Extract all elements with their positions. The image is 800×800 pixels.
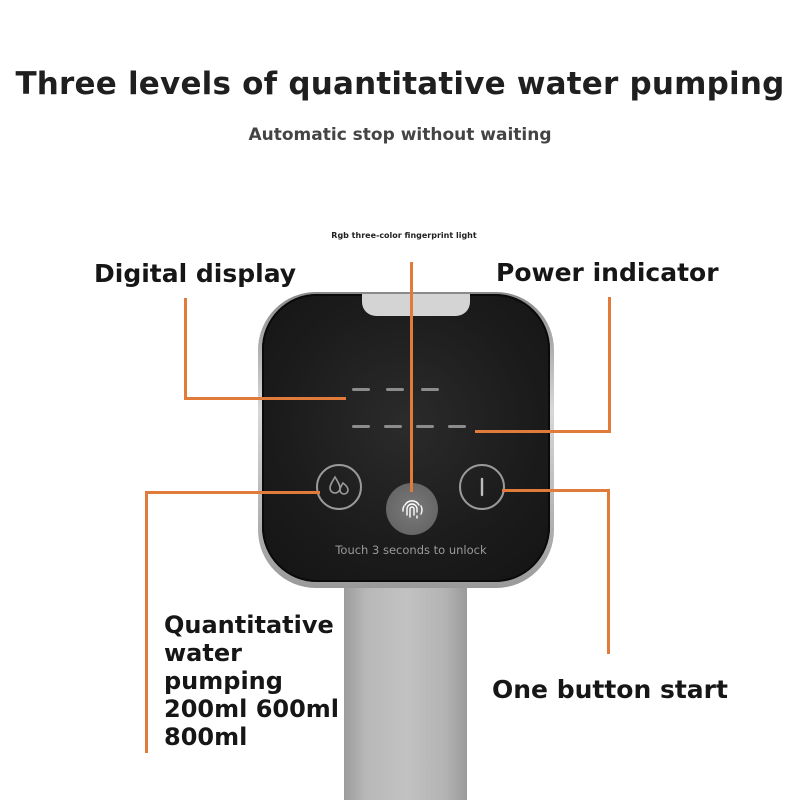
fingerprint-callout-line bbox=[410, 262, 413, 492]
display-segment bbox=[384, 425, 402, 428]
power-button[interactable] bbox=[459, 464, 505, 510]
water-drop-icon bbox=[326, 474, 352, 500]
device-top-notch bbox=[362, 294, 470, 316]
fingerprint-icon bbox=[398, 495, 426, 523]
touch-unlock-hint: Touch 3 seconds to unlock bbox=[335, 543, 487, 557]
quantitative-line-2: water bbox=[164, 639, 242, 667]
one-button-callout-vertical bbox=[607, 489, 610, 654]
control-panel bbox=[262, 294, 550, 582]
display-segment bbox=[416, 425, 434, 428]
one-button-callout-horizontal bbox=[502, 489, 610, 492]
display-segment bbox=[386, 388, 404, 391]
quantitative-water-button[interactable] bbox=[316, 464, 362, 510]
one-button-start-label: One button start bbox=[492, 675, 728, 704]
power-indicator-callout-vertical bbox=[608, 297, 611, 432]
digital-display-callout-vertical bbox=[184, 298, 187, 399]
quantitative-line-3: pumping bbox=[164, 667, 283, 695]
device-stem bbox=[344, 580, 467, 800]
quantitative-line-1: Quantitative bbox=[164, 611, 334, 639]
page-subtitle: Automatic stop without waiting bbox=[248, 125, 552, 145]
quantitative-pumping-label: Quantitative water pumping 200ml 600ml 8… bbox=[164, 611, 339, 751]
quantitative-line-4: 200ml 600ml bbox=[164, 695, 340, 723]
power-indicator-callout-horizontal bbox=[475, 430, 611, 433]
quantitative-callout-vertical bbox=[145, 491, 148, 753]
display-segment bbox=[448, 425, 466, 428]
digital-display-label: Digital display bbox=[94, 259, 297, 288]
page-title: Three levels of quantitative water pumpi… bbox=[15, 66, 785, 102]
display-segment bbox=[421, 388, 439, 391]
power-indicator-label: Power indicator bbox=[496, 258, 719, 287]
fingerprint-light-label: Rgb three-color fingerprint light bbox=[331, 231, 477, 240]
power-icon bbox=[472, 475, 492, 499]
display-segment bbox=[352, 388, 370, 391]
quantitative-callout-horizontal bbox=[145, 491, 320, 494]
digital-display-callout-horizontal bbox=[184, 397, 346, 400]
display-segment bbox=[352, 425, 370, 428]
quantitative-line-5: 800ml bbox=[164, 723, 248, 751]
